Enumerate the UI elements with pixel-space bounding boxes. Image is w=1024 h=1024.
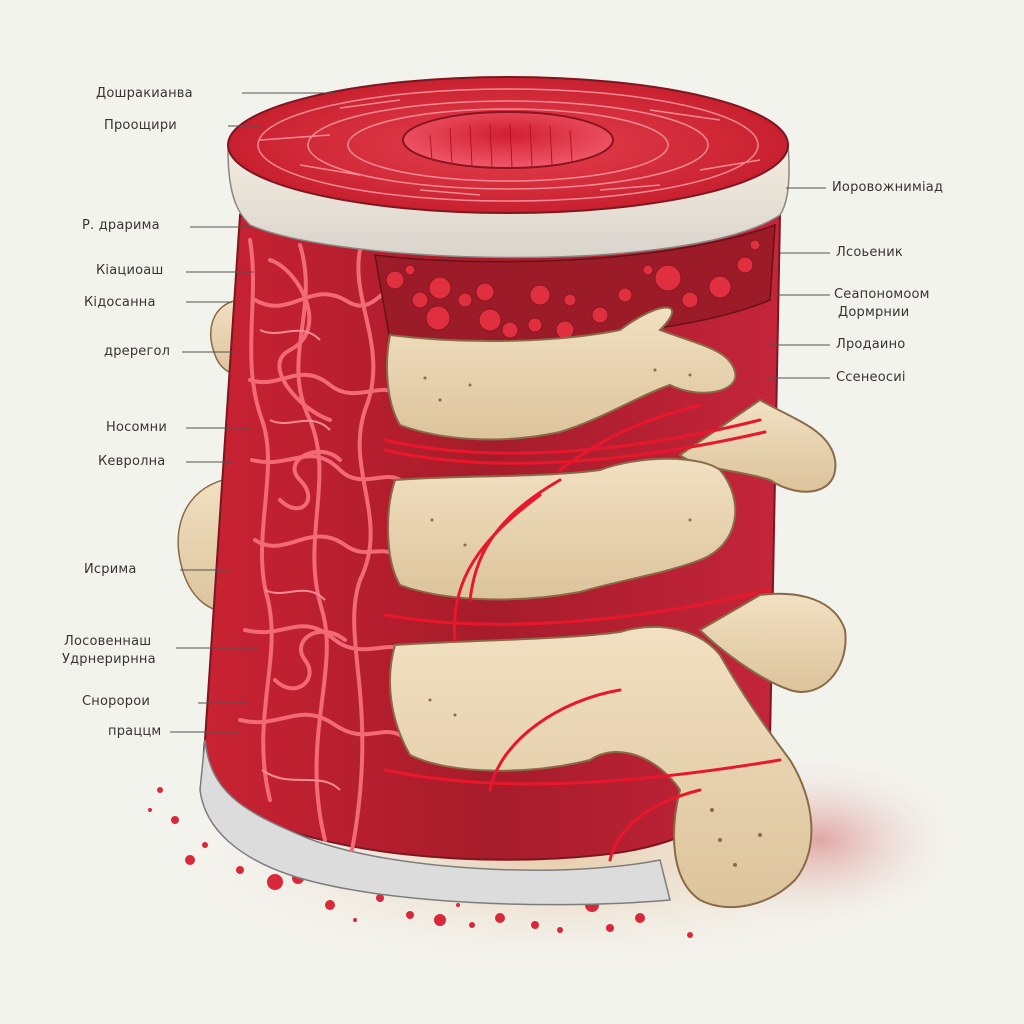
- label-left-7: Носомни: [106, 420, 167, 435]
- red-globules: [385, 239, 761, 340]
- label-left-11: Удрнерирнна: [62, 652, 156, 667]
- label-left-3: Р. драрима: [82, 218, 160, 233]
- vessel-web: [238, 238, 407, 852]
- label-left-4: Кіациоаш: [96, 263, 164, 278]
- canal-striations: [429, 123, 573, 168]
- label-left-2: Проощири: [104, 118, 177, 133]
- label-left-1: Дошракианва: [96, 86, 193, 101]
- label-right-5: Лродаино: [836, 337, 906, 352]
- leader-lines-right: [768, 187, 830, 379]
- label-right-1: Иоровожниміад: [832, 180, 944, 195]
- label-left-6: дререгол: [104, 344, 171, 359]
- bone-pores: [423, 368, 762, 867]
- label-left-12: Сноророи: [82, 694, 150, 709]
- label-left-13: праццм: [108, 724, 162, 739]
- label-left-5: Кідосанна: [84, 295, 156, 310]
- label-right-4: Дормрнии: [838, 305, 910, 320]
- label-right-3: Сеапономоом: [834, 287, 930, 302]
- vertebra-body-2: [387, 457, 737, 601]
- label-left-10: Лосовеннаш: [64, 634, 152, 649]
- label-left-9: Исрима: [84, 562, 137, 577]
- spinous-process-2: [698, 592, 847, 693]
- vertebra-body-1: [386, 306, 737, 441]
- base-ring: [199, 739, 671, 906]
- label-right-6: Ссенеосиі: [836, 370, 906, 385]
- disc-top-cells: [257, 88, 761, 202]
- leader-lines-left: [170, 92, 335, 733]
- label-right-2: Лсоьеник: [836, 245, 903, 260]
- label-left-8: Кевролна: [98, 454, 166, 469]
- arteries: [383, 403, 782, 862]
- vessel-web-thin: [259, 329, 341, 791]
- spinal-canal: [402, 111, 614, 169]
